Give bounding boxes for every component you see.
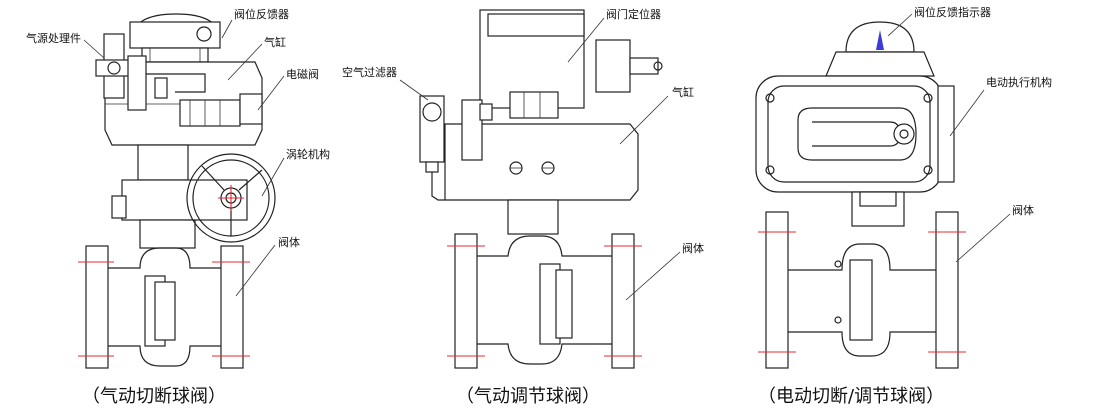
label-filter: 空气过滤器	[342, 65, 397, 79]
handwheel	[186, 153, 276, 243]
label-positioner: 阀门定位器	[606, 7, 661, 21]
caption-2: （气动调节球阀）	[456, 386, 600, 407]
feedback-device	[129, 13, 221, 63]
positioner	[479, 9, 663, 119]
caption-1: （气动切断球阀）	[82, 386, 226, 407]
leaders-1	[83, 19, 285, 297]
air-filter	[419, 95, 493, 173]
label-body-1: 阀体	[278, 235, 300, 249]
label-actuator: 电动执行机构	[986, 75, 1052, 89]
yoke-2	[507, 199, 559, 235]
label-worm-gear: 涡轮机构	[286, 147, 330, 161]
label-body-2: 阀体	[682, 241, 704, 255]
valve-body-3	[758, 211, 966, 369]
leaders-3	[887, 13, 1011, 263]
feedback-indicator	[825, 21, 935, 77]
yoke-3	[851, 191, 905, 227]
label-solenoid: 电磁阀	[286, 67, 319, 81]
electric-actuator	[755, 75, 955, 193]
cylinder-2	[431, 123, 639, 201]
label-air-source: 气源处理件	[26, 31, 81, 45]
indicator-pointer-icon	[876, 30, 884, 50]
label-body-3: 阀体	[1012, 203, 1034, 217]
yoke	[137, 144, 189, 181]
leaders-2	[399, 17, 681, 301]
label-feedback-indicator: 阀位反馈指示器	[914, 5, 991, 19]
caption-3: （电动切断/调节球阀）	[758, 386, 944, 407]
worm-gear-box	[111, 179, 248, 249]
figure-pneumatic-control: 空气过滤器 阀门定位器 气缸 阀体 （气动调节球阀）	[342, 7, 704, 407]
figure-electric: 阀位反馈指示器 电动执行机构 阀体 （电动切断/调节球阀）	[755, 5, 1052, 407]
valve-body-1	[78, 245, 250, 369]
label-feedback: 阀位反馈器	[234, 7, 289, 21]
label-cylinder-1: 气缸	[264, 35, 286, 49]
air-source-unit	[95, 33, 206, 111]
valve-body-2	[447, 233, 642, 369]
label-cylinder-2: 气缸	[672, 85, 694, 99]
figure-pneumatic-shutoff: 气源处理件 阀位反馈器 气缸 电磁阀 涡轮机构 阀体 （气动切断球阀）	[26, 7, 330, 407]
